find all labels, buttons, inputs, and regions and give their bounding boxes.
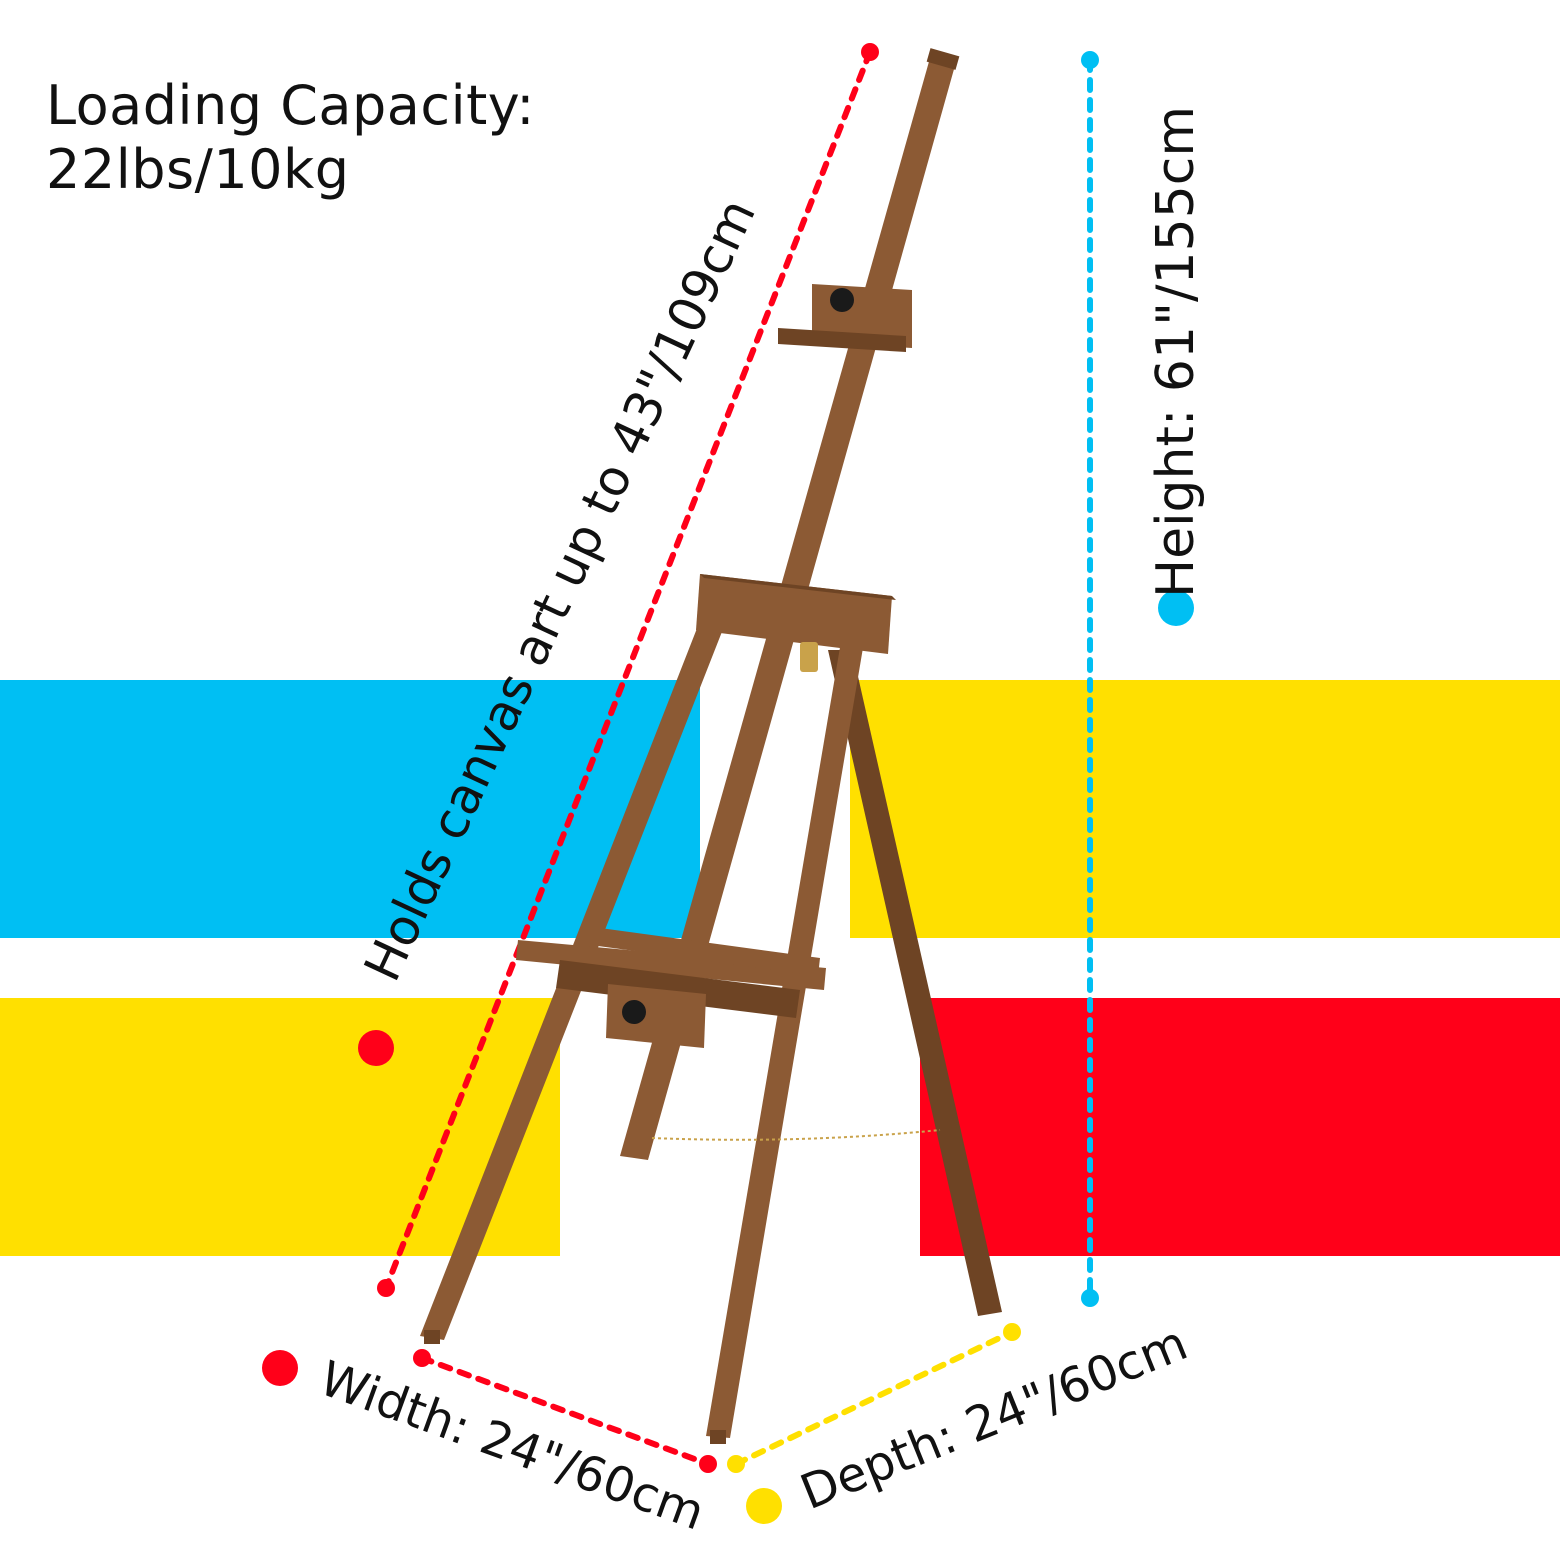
height-guide: [1081, 51, 1194, 1307]
knob-icon: [830, 288, 854, 312]
yellow-color-band-left: [0, 998, 560, 1256]
depth-guide: [727, 1323, 1021, 1524]
blue-color-band: [0, 680, 700, 938]
canvas-height-guide: [358, 43, 879, 1297]
loading-capacity-title: Loading Capacity:: [46, 74, 535, 137]
canvas-height-marker-dot: [358, 1030, 394, 1066]
red-color-band: [920, 998, 1560, 1256]
wooden-easel: [420, 48, 1002, 1444]
height-label: Height: 61"/155cm: [1146, 105, 1206, 599]
knob-icon: [622, 1000, 646, 1024]
width-marker-dot: [262, 1350, 298, 1386]
height-marker-dot: [1158, 590, 1194, 626]
width-guide: [262, 1349, 717, 1473]
depth-marker-dot: [746, 1488, 782, 1524]
loading-capacity-label: Loading Capacity: 22lbs/10kg: [46, 74, 535, 202]
yellow-color-band-right: [850, 680, 1560, 938]
loading-capacity-value: 22lbs/10kg: [46, 138, 350, 201]
